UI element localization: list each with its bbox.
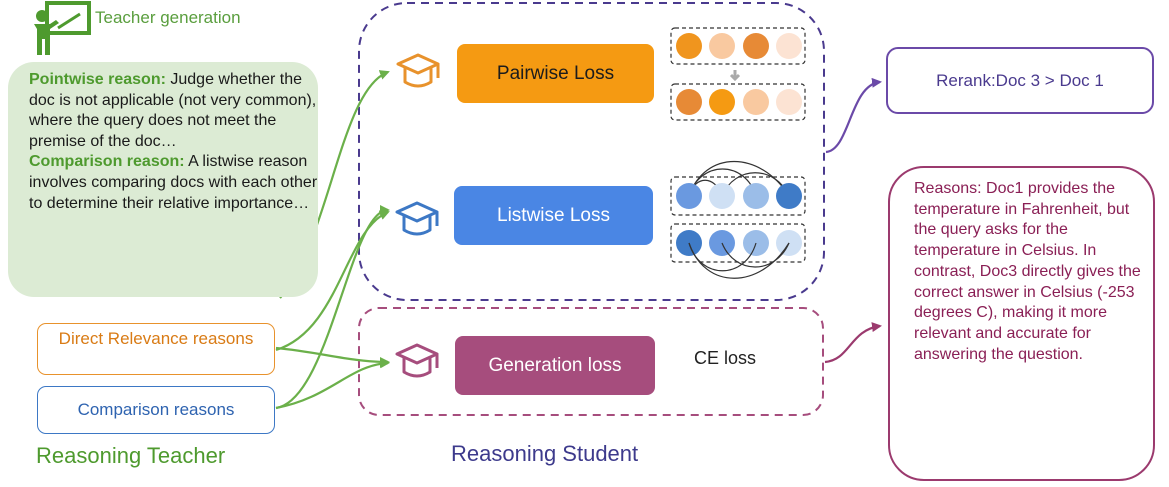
pointwise-reason-title: Pointwise reason:	[29, 71, 166, 88]
rerank-result-box: Rerank:Doc 3 > Doc 1	[886, 47, 1154, 114]
reasoning-student-title: Reasoning Student	[451, 441, 639, 466]
rerank-arrow	[825, 77, 882, 154]
comparison-reason-text: A listwise reason involves comparing doc…	[29, 153, 318, 212]
graduation-cap-icon	[395, 343, 439, 378]
direct-relevance-reasons-box: Direct Relevance reasons	[37, 323, 275, 375]
reason-examples-box	[8, 62, 318, 297]
reasons-output-text: Reasons: Doc1 provides the temperature i…	[914, 180, 1141, 363]
graduation-cap-icon	[396, 53, 440, 88]
teacher-at-board-icon	[34, 1, 91, 55]
ce-loss-label: CE loss	[694, 348, 757, 368]
listwise-loss-box: Listwise Loss	[454, 186, 653, 245]
generation-loss-container	[358, 307, 824, 416]
teacher-generation-label: Teacher generation	[95, 8, 241, 27]
graduation-cap-icon	[395, 201, 439, 236]
reason-examples-text: Pointwise reason: Judge whether the doc …	[29, 70, 319, 214]
listwise-ranking-dots	[670, 161, 806, 279]
comparison-reason-title: Comparison reason:	[29, 153, 185, 171]
pairwise-loss-box: Pairwise Loss	[457, 44, 654, 103]
pairwise-ranking-dots	[670, 27, 806, 121]
reasoning-teacher-title: Reasoning Teacher	[36, 443, 226, 468]
comparison-reasons-box: Comparison reasons	[37, 386, 275, 434]
generation-loss-box: Generation loss	[455, 336, 655, 395]
ranking-losses-container	[358, 2, 825, 301]
pointwise-reason-text: Judge whether the doc is not applicable …	[29, 71, 317, 150]
reasons-output-box	[888, 166, 1155, 481]
reasons-arrow	[824, 322, 882, 364]
